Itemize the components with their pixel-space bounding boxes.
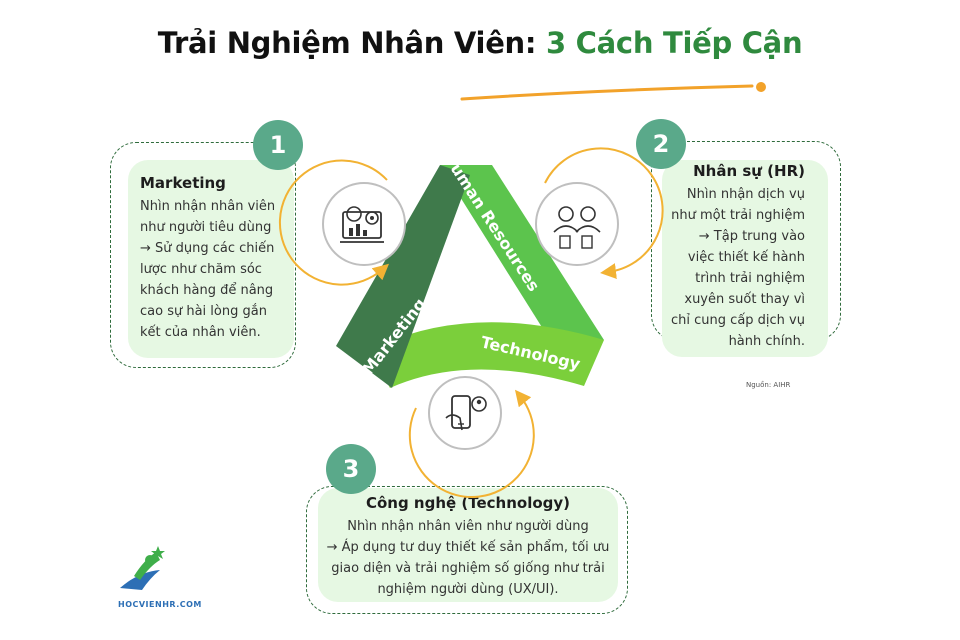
technology-device-icon [428, 376, 502, 450]
band-hr [440, 165, 604, 356]
badge-1: 1 [253, 120, 303, 170]
card-marketing-line: như người tiêu dùng [140, 220, 272, 235]
card-marketing-line: khách hàng để nâng [140, 283, 274, 298]
title-accent: 3 Cách Tiếp Cận [546, 26, 803, 60]
card-technology-border [306, 486, 628, 614]
source-note: Nguồn: AIHR [746, 381, 791, 389]
card-marketing-line: lược như chăm sóc [140, 262, 262, 277]
hocvienhr-logo [120, 546, 165, 590]
marketing-analytics-icon [322, 182, 406, 266]
card-marketing-title: Marketing [140, 174, 226, 192]
card-marketing-line: kết của nhân viên. [140, 325, 261, 340]
card-marketing-line: → Sử dụng các chiến [140, 241, 275, 256]
hr-people-icon [535, 182, 619, 266]
page-title: Trải Nghiệm Nhân Viên: 3 Cách Tiếp Cận [0, 26, 960, 60]
card-technology [318, 488, 618, 602]
card-hr-title: Nhân sự (HR) [693, 162, 805, 180]
card-hr-line: như một trải nghiệm [671, 208, 805, 223]
card-hr-line: xuyên suốt thay vì [684, 292, 805, 307]
card-marketing [128, 160, 294, 358]
card-hr-line: việc thiết kế hành [687, 250, 805, 265]
card-technology-line: Nhìn nhận nhân viên như người dùng [347, 519, 589, 534]
band-technology [370, 322, 604, 388]
card-hr-line: Nhìn nhận dịch vụ [686, 187, 805, 202]
band-marketing [336, 165, 470, 388]
card-marketing-line: Nhìn nhận nhân viên [140, 199, 276, 214]
card-technology-title: Công nghệ (Technology) [365, 494, 571, 512]
card-technology-line: nghiệm người dùng (UX/UI). [377, 582, 559, 597]
card-hr-line: → Tập trung vào [698, 229, 805, 244]
card-marketing-body: Nhìn nhận nhân viên như người tiêu dùng … [140, 196, 290, 343]
card-technology-line: giao diện và trải nghiệm số giống như tr… [331, 561, 605, 576]
card-hr-line: trình trải nghiệm [695, 271, 805, 286]
badge-3: 3 [326, 444, 376, 494]
cycle-arrow-left [278, 159, 390, 286]
card-hr-line: chỉ cung cấp dịch vụ [671, 313, 805, 328]
cycle-arrow-bottom [408, 389, 535, 498]
logo-text: HOCVIENHR.COM [118, 600, 202, 609]
card-hr [662, 160, 828, 357]
card-hr-line: hành chính. [728, 334, 805, 349]
card-hr-body: Nhìn nhận dịch vụ như một trải nghiệm → … [655, 184, 805, 352]
card-technology-line: → Áp dụng tư duy thiết kế sản phẩm, tối … [326, 540, 610, 555]
title-main: Trải Nghiệm Nhân Viên: [157, 26, 546, 60]
card-technology-body: Nhìn nhận nhân viên như người dùng → Áp … [310, 516, 626, 600]
cycle-arrow-right [544, 147, 664, 279]
card-marketing-line: cao sự hài lòng gắn [140, 304, 267, 319]
card-marketing-border [110, 142, 296, 368]
badge-2: 2 [636, 119, 686, 169]
